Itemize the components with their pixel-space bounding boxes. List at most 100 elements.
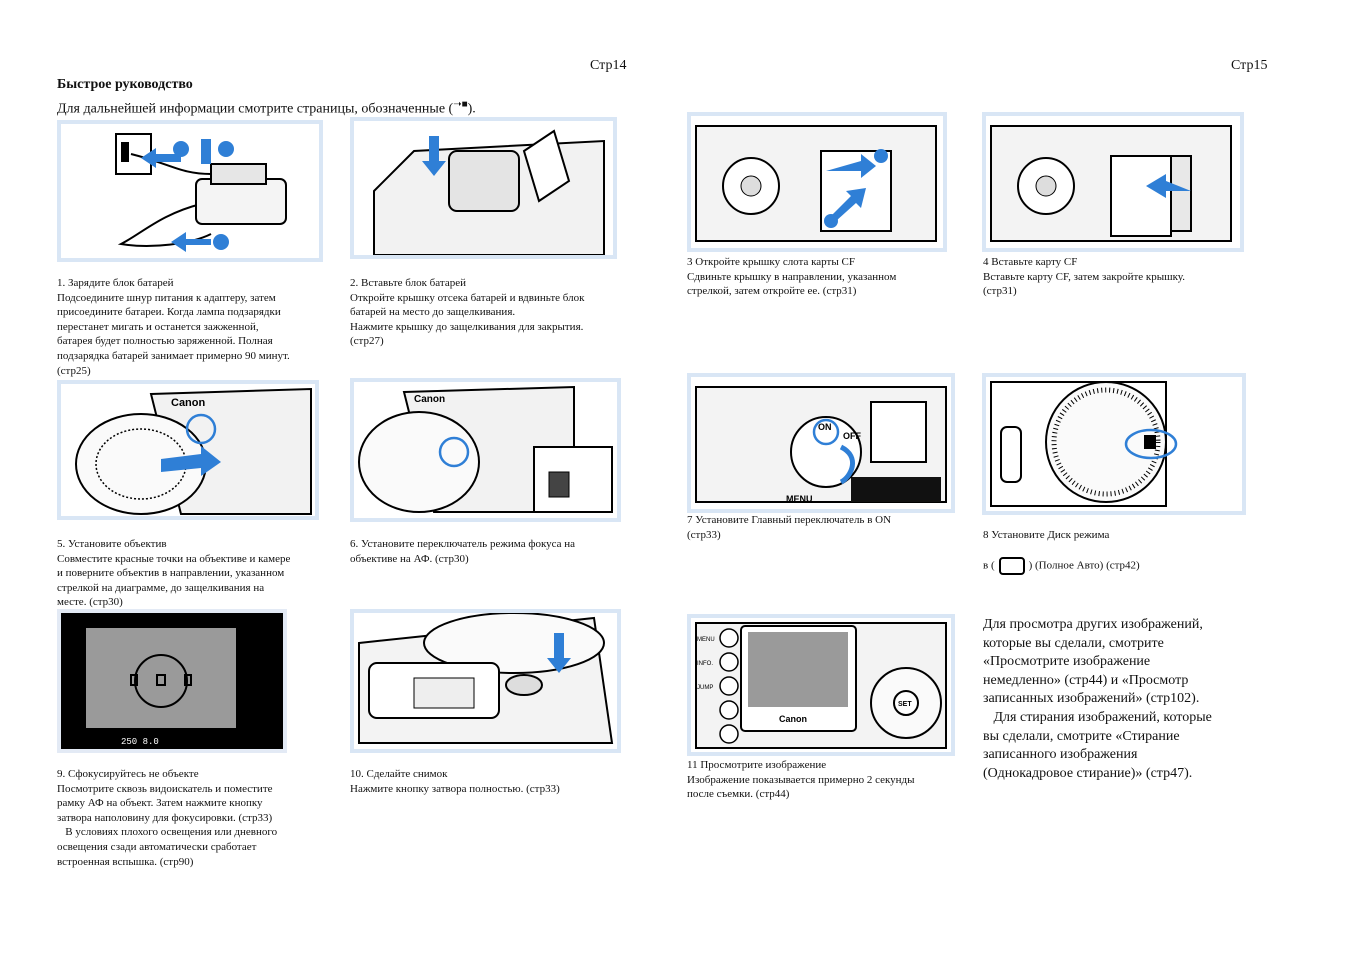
caption-line: Нажмите крышку до защелкивания для закры…	[350, 320, 584, 333]
step-1-caption: 1. Зарядите блок батарей Подсоедините шн…	[57, 276, 290, 378]
caption-line: объективе на АФ. (стр30)	[350, 552, 469, 565]
caption-line: затвора наполовину для фокусировки. (стр…	[57, 811, 273, 824]
quick-control-dial	[790, 416, 862, 488]
shutter-button	[505, 674, 543, 696]
step-marker-2-icon	[874, 149, 888, 163]
caption-text-post: ) (Полное Авто) (стр42)	[1028, 559, 1140, 572]
step-10-caption: 10. Сделайте снимок Нажмите кнопку затво…	[350, 767, 560, 796]
battery-door	[522, 129, 571, 203]
caption-line: присоедините батареи. Когда лампа подзар…	[57, 306, 281, 319]
caption-line: Сдвиньте крышку в направлении, указанном	[687, 270, 897, 283]
figure-image-review: Canon MENU INFO. JUMP SET	[687, 614, 955, 756]
caption-line: (стр25)	[57, 364, 91, 377]
caption-line: стрелкой, затем откройте ее. (стр31)	[687, 285, 857, 298]
lens-mount-illustration: Canon	[61, 384, 315, 516]
battery-arrow-icon	[201, 139, 211, 164]
full-auto-highlight	[1124, 428, 1178, 460]
menu-label: MENU	[786, 494, 813, 504]
step-marker-1-icon	[213, 234, 229, 250]
plug	[121, 142, 129, 162]
step-2-caption: 2. Вставьте блок батарей Откройте крышку…	[350, 276, 584, 349]
lens	[358, 411, 480, 513]
af-switch-inset	[533, 446, 613, 513]
switch-arrow-icon	[839, 444, 855, 485]
figure-cf-cover	[687, 112, 947, 252]
figure-lens-mount: Canon	[57, 380, 319, 520]
open-arrow-icon	[831, 188, 866, 221]
caption-line: Нажмите кнопку затвора полностью. (стр33…	[350, 782, 560, 795]
caption-line: В условиях плохого освещения или дневног…	[57, 826, 278, 839]
viewfinder-illustration: 250 8.0	[61, 613, 283, 749]
caption-line: 11 Просмотрите изображение	[687, 759, 827, 771]
figure-power-switch: ON OFF MENU	[687, 373, 955, 513]
lcd-screen	[851, 477, 941, 502]
figure-mode-dial	[982, 373, 1246, 515]
charger-illustration	[61, 124, 319, 258]
info-button-label: INFO.	[697, 661, 713, 667]
brand-label: Canon	[779, 714, 807, 724]
camera-brand-label: Canon	[171, 397, 206, 409]
caption-line: 10. Сделайте снимок	[350, 768, 448, 780]
press-arrow-icon	[547, 633, 571, 673]
cf-insert-illustration	[986, 116, 1240, 248]
rotate-arrow-icon	[161, 446, 221, 476]
caption-line: 2. Вставьте блок батарей	[350, 277, 466, 289]
switch-highlight	[812, 418, 840, 446]
plug-arrow-icon	[141, 148, 181, 168]
review-image	[748, 632, 848, 707]
page-subtitle: Для дальнейшей информации смотрите стран…	[57, 99, 476, 118]
subtitle-text: Для дальнейшей информации смотрите стран…	[57, 101, 454, 117]
note-line: (Однокадровое стирание)» (стр47).	[983, 765, 1193, 781]
step-4-caption: 4 Вставьте карту CF Вставьте карту CF, з…	[983, 255, 1185, 299]
caption-line: 7 Установите Главный переключатель в ON	[687, 514, 892, 526]
caption-line: Совместите красные точки на объективе и …	[57, 552, 291, 565]
page-ref-icon: ➝■	[453, 99, 468, 110]
step-7-caption: 7 Установите Главный переключатель в ON …	[687, 513, 891, 542]
viewfinder	[870, 401, 927, 463]
caption-line: Откройте крышку отсека батарей и вдвиньт…	[350, 291, 585, 304]
exposure-readout: 250 8.0	[121, 737, 159, 747]
af-switch	[548, 471, 570, 498]
step-6-caption: 6. Установите переключатель режима фокус…	[350, 537, 575, 566]
caption-line: 5. Установите объектив	[57, 538, 167, 550]
image-review-illustration: Canon MENU INFO. JUMP SET	[691, 618, 951, 752]
set-button	[893, 690, 919, 716]
caption-line: Вставьте карту CF, затем закройте крышку…	[983, 270, 1185, 283]
caption-line: Подсоедините шнур питания к адаптеру, за…	[57, 291, 276, 304]
note-line: которые вы сделали, смотрите	[983, 635, 1164, 651]
mode-dial-illustration	[986, 377, 1242, 511]
figure-shutter	[350, 609, 621, 753]
caption-line: 9. Сфокусируйтесь не объекте	[57, 768, 199, 780]
cf-door-open	[1170, 155, 1192, 232]
caption-line: (стр27)	[350, 335, 384, 348]
figure-focus-mode: Canon	[350, 378, 621, 522]
caption-line: 6. Установите переключатель режима фокус…	[350, 538, 576, 550]
caption-line: 8 Установите Диск режима	[983, 529, 1110, 541]
step-marker-3-icon	[218, 141, 234, 157]
note-line: записанных изображений» (стр102).	[983, 691, 1200, 707]
figure-cf-insert	[982, 112, 1244, 252]
viewfinder-image	[86, 628, 236, 728]
focus-mode-illustration: Canon	[354, 382, 617, 518]
caption-line: 3 Откройте крышку слота карты CF	[687, 256, 855, 268]
caption-line: 4 Вставьте карту CF	[983, 256, 1078, 268]
step-8-caption: 8 Установите Диск режима в () (Полное Ав…	[983, 528, 1140, 575]
cf-slot	[1110, 155, 1172, 237]
right-page-number: Стр15	[1231, 58, 1268, 73]
subtitle-end: ).	[467, 101, 476, 117]
af-point-right	[184, 674, 192, 686]
caption-line: перестанет мигать и останется зажженной,	[57, 320, 259, 333]
full-auto-mark	[1144, 435, 1156, 449]
battery-insert-illustration	[354, 121, 613, 255]
battery-pack	[210, 163, 267, 185]
caption-line: стрелкой на диаграмме, до защелкивания н…	[57, 581, 265, 594]
spot-circle	[134, 654, 188, 708]
caption-line: после съемки. (стр44)	[687, 788, 790, 801]
page-title: Быстрое руководство	[57, 77, 193, 92]
step-11-caption: 11 Просмотрите изображение Изображение п…	[687, 758, 915, 802]
full-auto-mode-icon	[998, 556, 1025, 575]
caption-line: (стр31)	[983, 285, 1017, 298]
power-cord	[130, 153, 212, 175]
note-line: Для стирания изображений, которые	[983, 709, 1212, 725]
mount-dot-highlight	[185, 413, 217, 445]
